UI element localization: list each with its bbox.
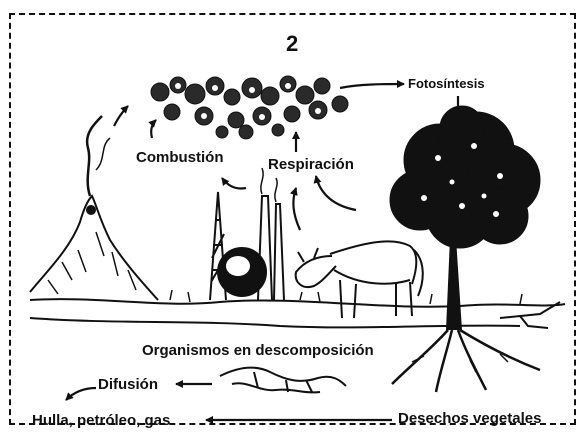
label-combustion: Combustión <box>136 150 224 165</box>
label-photosynthesis: Fotosíntesis <box>408 77 485 90</box>
ground-drawing <box>30 290 565 327</box>
label-respiration: Respiración <box>268 157 354 172</box>
arrow-diffusion <box>66 388 96 400</box>
label-plant-waste: Desechos vegetales <box>398 411 541 426</box>
arrow-volcano-to-air <box>114 106 128 126</box>
tree-drawing <box>390 106 540 330</box>
arrow-air-to-photosynthesis <box>340 84 404 88</box>
refinery-drawing <box>210 168 284 300</box>
volcano-crater <box>86 205 96 215</box>
figure-number: 2 <box>286 33 298 55</box>
arrow-combustion-to-air <box>151 120 156 138</box>
arrow-tree-to-respiration <box>316 176 356 210</box>
arrow-refinery-to-combustion <box>222 178 246 189</box>
label-decomposition: Organismos en descomposición <box>142 343 374 358</box>
arrow-cow-to-respiration <box>293 188 300 230</box>
label-fossil-fuels: Hulla, petróleo, gas <box>32 413 170 428</box>
roots-drawing <box>392 330 540 392</box>
decomposing-matter-drawing <box>220 368 346 393</box>
label-diffusion: Difusión <box>98 377 158 392</box>
